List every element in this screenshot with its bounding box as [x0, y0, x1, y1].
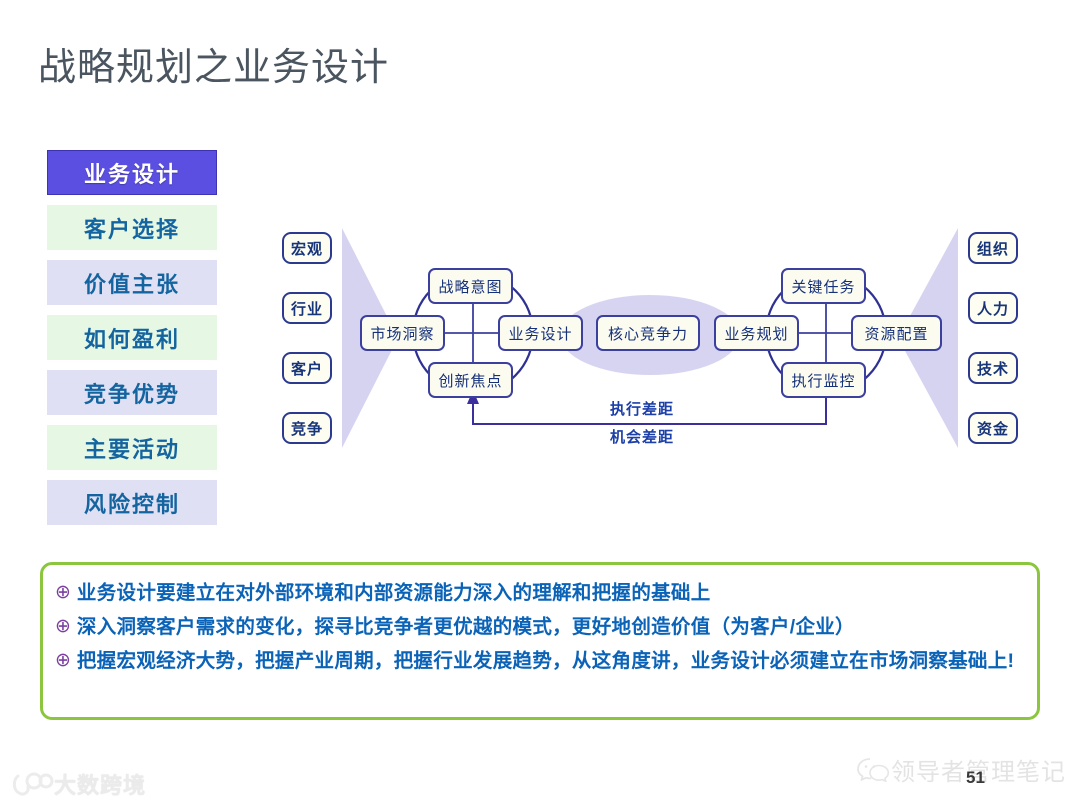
watermark-dashukuajing: 大数跨境 — [12, 768, 146, 800]
business-design-diagram: 宏观 行业 客户 竞争 组织 人力 技术 资金 市场洞察 战略意图 业务设计 创… — [270, 210, 1030, 470]
tag-label: 人力 — [976, 300, 1009, 318]
node-label: 资源配置 — [864, 325, 929, 343]
node-business-planning[interactable]: 业务规划 — [714, 315, 799, 351]
bullet-item: ⊕ 深入洞察客户需求的变化，探寻比竞争者更优越的模式，更好地创造价值（为客户/企… — [55, 615, 1023, 640]
left-tag-customer[interactable]: 客户 — [282, 352, 332, 384]
node-label: 业务规划 — [724, 325, 789, 343]
sidebar-item-label: 主要活动 — [83, 436, 180, 462]
sidebar-item-competitive-advantage[interactable]: 竞争优势 — [47, 370, 217, 415]
watermark-right-text: 领导者管理笔记 — [891, 759, 1066, 786]
sidebar: 业务设计 客户选择 价值主张 如何盈利 竞争优势 主要活动 风险控制 — [47, 150, 217, 535]
sidebar-item-label: 价值主张 — [83, 271, 180, 297]
node-business-design[interactable]: 业务设计 — [498, 315, 583, 351]
sidebar-item-how-to-profit[interactable]: 如何盈利 — [47, 315, 217, 360]
bullet-text: 把握宏观经济大势，把握产业周期，把握行业发展趋势，从这角度讲，业务设计必须建立在… — [76, 650, 1015, 672]
sidebar-item-key-activities[interactable]: 主要活动 — [47, 425, 217, 470]
sidebar-item-value-proposition[interactable]: 价值主张 — [47, 260, 217, 305]
crosshair-bullet-icon: ⊕ — [55, 616, 71, 637]
page-number: 51 — [966, 768, 985, 787]
dashu-logo-icon — [12, 772, 54, 796]
tag-label: 组织 — [976, 240, 1009, 258]
bullet-item: ⊕ 把握宏观经济大势，把握产业周期，把握行业发展趋势，从这角度讲，业务设计必须建… — [55, 649, 1023, 674]
right-tag-capital[interactable]: 资金 — [968, 412, 1018, 444]
left-tag-industry[interactable]: 行业 — [282, 292, 332, 324]
node-key-tasks[interactable]: 关键任务 — [781, 268, 866, 304]
node-innovation-focus[interactable]: 创新焦点 — [428, 362, 513, 398]
node-label: 战略意图 — [438, 278, 503, 296]
bullet-text: 深入洞察客户需求的变化，探寻比竞争者更优越的模式，更好地创造价值（为客户/企业） — [76, 616, 855, 638]
tag-label: 行业 — [290, 300, 323, 318]
node-label: 关键任务 — [791, 278, 856, 296]
gap-label-opportunity: 机会差距 — [610, 429, 675, 446]
node-label: 执行监控 — [791, 372, 856, 390]
sidebar-item-label: 风险控制 — [83, 491, 180, 517]
feedback-loop-path — [472, 398, 827, 425]
right-tag-organization[interactable]: 组织 — [968, 232, 1018, 264]
node-label: 创新焦点 — [438, 372, 503, 390]
node-market-insight[interactable]: 市场洞察 — [360, 315, 445, 351]
node-core-competence[interactable]: 核心竞争力 — [596, 315, 700, 351]
right-tag-manpower[interactable]: 人力 — [968, 292, 1018, 324]
wechat-icon — [857, 757, 890, 782]
sidebar-item-label: 如何盈利 — [83, 326, 180, 352]
sidebar-item-business-design[interactable]: 业务设计 — [47, 150, 217, 195]
crosshair-bullet-icon: ⊕ — [55, 582, 71, 603]
crosshair-bullet-icon: ⊕ — [55, 650, 71, 671]
tag-label: 技术 — [976, 360, 1009, 378]
sidebar-item-label: 客户选择 — [83, 216, 180, 242]
node-label: 核心竞争力 — [607, 325, 688, 343]
sidebar-item-label: 业务设计 — [83, 161, 180, 187]
node-strategic-intent[interactable]: 战略意图 — [428, 268, 513, 304]
right-tag-technology[interactable]: 技术 — [968, 352, 1018, 384]
sidebar-item-risk-control[interactable]: 风险控制 — [47, 480, 217, 525]
bullet-text: 业务设计要建立在对外部环境和内部资源能力深入的理解和把握的基础上 — [76, 582, 711, 604]
left-tag-macro[interactable]: 宏观 — [282, 232, 332, 264]
gap-label-execution: 执行差距 — [610, 401, 675, 418]
watermark-left-text: 大数跨境 — [54, 773, 147, 798]
sidebar-item-customer-selection[interactable]: 客户选择 — [47, 205, 217, 250]
left-tag-competition[interactable]: 竞争 — [282, 412, 332, 444]
sidebar-item-label: 竞争优势 — [83, 381, 180, 407]
tag-label: 竞争 — [290, 420, 323, 438]
tag-label: 客户 — [290, 360, 323, 378]
node-resource-allocation[interactable]: 资源配置 — [851, 315, 942, 351]
bullet-item: ⊕ 业务设计要建立在对外部环境和内部资源能力深入的理解和把握的基础上 — [55, 581, 1023, 606]
watermark-wechat-account: 领导者管理笔记 — [857, 752, 1066, 787]
key-points-box: ⊕ 业务设计要建立在对外部环境和内部资源能力深入的理解和把握的基础上 ⊕ 深入洞… — [40, 562, 1040, 720]
node-label: 业务设计 — [508, 325, 573, 343]
page-title: 战略规划之业务设计 — [38, 47, 390, 89]
node-label: 市场洞察 — [370, 325, 435, 343]
tag-label: 资金 — [976, 420, 1009, 438]
node-execution-monitoring[interactable]: 执行监控 — [781, 362, 866, 398]
tag-label: 宏观 — [290, 240, 323, 258]
